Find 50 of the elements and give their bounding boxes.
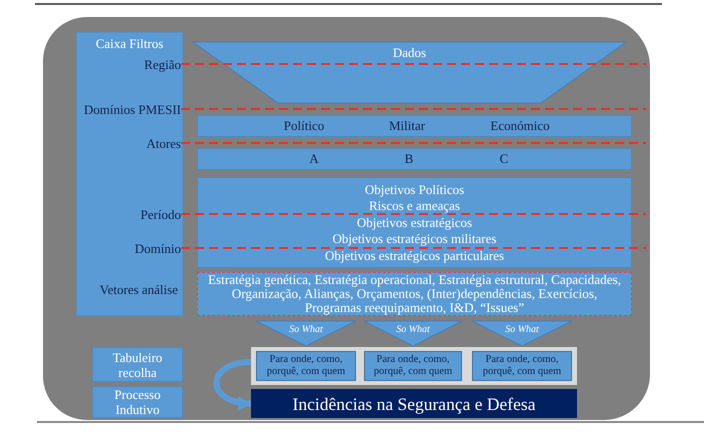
objective-text: Objetivos estratégicos militares — [332, 231, 496, 248]
funnel-trapezoid — [193, 42, 626, 103]
dashed-guide-line — [181, 247, 646, 249]
category-label: Económico — [490, 118, 550, 134]
filter-label: Atores — [146, 136, 181, 152]
so-what-label: So What — [505, 324, 539, 336]
dashed-guide-line — [181, 213, 646, 215]
result-banner — [251, 389, 577, 418]
grouping-frame — [251, 347, 577, 385]
dashed-guide-line — [181, 108, 646, 110]
category-band — [197, 148, 632, 170]
filter-label: Vetores análise — [100, 282, 178, 298]
so-what-label: So What — [396, 324, 430, 336]
down-triangle — [364, 321, 462, 346]
filter-label: Período — [140, 207, 181, 223]
curved-arrow — [214, 359, 252, 410]
objective-text: Objetivos estratégicos — [356, 214, 472, 231]
category-label: Político — [284, 118, 324, 134]
category-label: C — [500, 151, 508, 167]
question-box — [256, 351, 356, 381]
objectives-box — [197, 177, 632, 268]
funnel-label: Dados — [392, 45, 426, 61]
objective-text: Riscos e ameaças — [369, 198, 460, 214]
objective-text: Objetivos estratégicos particulares — [324, 248, 504, 264]
question-text: Para onde, como, porquê, com quem — [266, 354, 346, 378]
question-text: Para onde, como, porquê, com quem — [372, 354, 454, 378]
category-band — [197, 115, 632, 137]
filter-label: Região — [144, 57, 181, 73]
filter-label: Domínio — [134, 241, 181, 257]
result-title: Incidências na Segurança e Defesa — [292, 394, 536, 414]
dashed-guide-line — [181, 63, 646, 65]
question-box — [472, 351, 572, 381]
process-box — [92, 386, 183, 418]
filter-panel — [76, 32, 183, 316]
so-what-label: So What — [289, 324, 323, 336]
dashed-guide-line — [181, 142, 646, 144]
panel-title: Caixa Filtros — [96, 36, 164, 52]
vectors-text: Estratégia genética, Estratégia operacional, Estratégia estrutural, Capacidades, Organização, Alianças, Orçamentos, (Inter)dependências, Exercícios, Programas reequipamento, I&D, “Issues” — [206, 273, 622, 315]
filter-label: Domínios PMESII — [84, 102, 181, 118]
category-label: B — [404, 151, 414, 167]
box-label: Processo Indutivo — [113, 387, 162, 417]
box-label: Tabuleiro recolha — [112, 350, 164, 380]
process-box — [92, 347, 183, 382]
objective-text: Objetivos Políticos — [364, 182, 464, 198]
down-triangle — [256, 321, 356, 346]
category-label: A — [309, 151, 319, 167]
down-triangle — [472, 321, 572, 346]
question-box — [364, 351, 462, 381]
category-label: Militar — [388, 118, 426, 134]
question-text: Para onde, como, porquê, com quem — [482, 354, 562, 378]
